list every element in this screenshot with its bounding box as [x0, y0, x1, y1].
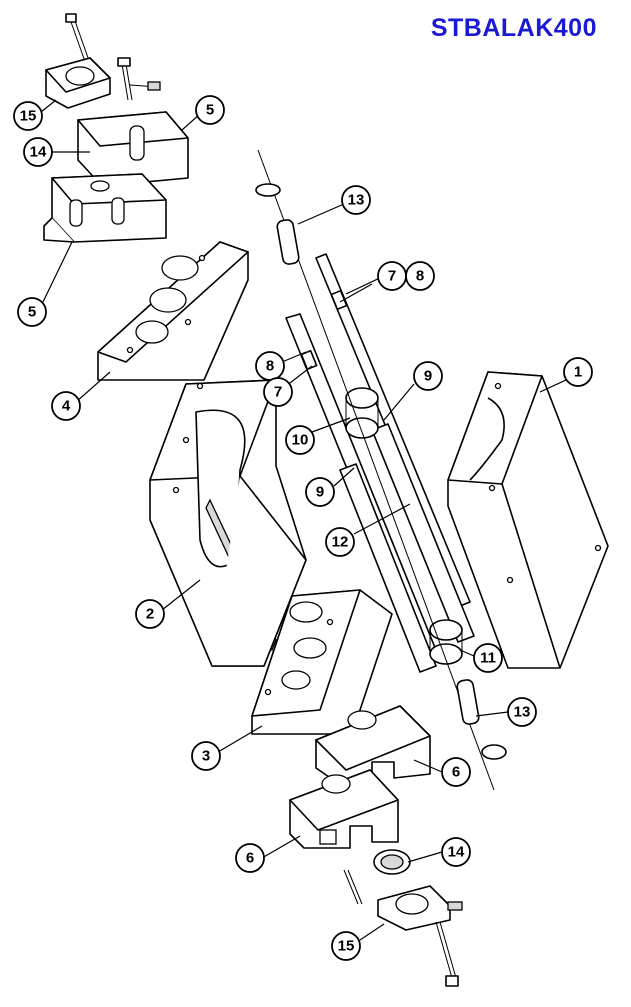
callout-9-right: 9: [413, 361, 443, 391]
svg-text:15: 15: [338, 938, 355, 955]
diagram-title: STBALAK400: [430, 14, 597, 42]
svg-text:14: 14: [448, 844, 465, 861]
bracket-bottom-right: [315, 705, 431, 787]
svg-text:10: 10: [292, 432, 309, 449]
svg-text:2: 2: [146, 606, 154, 623]
callout-3: 3: [191, 741, 221, 771]
svg-text:14: 14: [30, 144, 47, 161]
svg-text:5: 5: [28, 304, 36, 321]
callout-9-left: 9: [305, 477, 335, 507]
callout-15-top: 15: [13, 101, 43, 131]
svg-text:7: 7: [274, 384, 282, 401]
rod-assembly: [255, 149, 507, 791]
callout-10: 10: [285, 425, 315, 455]
flange-plate: [97, 241, 249, 381]
svg-text:13: 13: [348, 192, 365, 209]
end-cap-top: [45, 13, 161, 109]
callout-7-left: 7: [263, 377, 293, 407]
svg-text:8: 8: [266, 358, 274, 375]
callout-6-left: 6: [235, 843, 265, 873]
svg-text:13: 13: [514, 704, 531, 721]
callout-14-bottom: 14: [441, 837, 471, 867]
bracket-lower: [43, 173, 167, 243]
svg-text:11: 11: [480, 650, 496, 667]
part-callouts: 15 14 5 5 4 13 8 7 8 7 10 9 9 1 12 2 11 …: [13, 95, 593, 961]
svg-text:8: 8: [416, 268, 424, 285]
svg-text:9: 9: [424, 368, 432, 385]
piston-bottom: [373, 849, 411, 875]
cover: [447, 371, 609, 669]
svg-text:12: 12: [332, 534, 349, 551]
callout-11: 11: [473, 643, 503, 673]
housing-body: [149, 379, 307, 667]
callout-7-right: 7: [377, 261, 407, 291]
svg-text:4: 4: [62, 398, 71, 415]
bracket-upper: [77, 111, 189, 187]
callout-8-right: 8: [405, 261, 435, 291]
svg-text:5: 5: [206, 102, 214, 119]
end-cap-bottom: [343, 869, 463, 987]
svg-text:3: 3: [202, 748, 210, 765]
end-plate: [251, 589, 393, 735]
callout-5-lower: 5: [17, 297, 47, 327]
callout-2: 2: [135, 599, 165, 629]
callout-13-top: 13: [341, 185, 371, 215]
bracket-bottom-left: [289, 769, 399, 849]
callout-15-bottom: 15: [331, 931, 361, 961]
svg-text:6: 6: [452, 764, 460, 781]
callout-13-bottom: 13: [507, 697, 537, 727]
callout-8-left: 8: [255, 351, 285, 381]
callout-1: 1: [563, 357, 593, 387]
svg-text:9: 9: [316, 484, 324, 501]
callout-14-top: 14: [23, 137, 53, 167]
callout-6-right: 6: [441, 757, 471, 787]
svg-text:1: 1: [574, 364, 582, 381]
callout-4: 4: [51, 391, 81, 421]
callout-5-upper: 5: [195, 95, 225, 125]
svg-text:7: 7: [388, 268, 396, 285]
svg-text:6: 6: [246, 850, 254, 867]
callout-12: 12: [325, 527, 355, 557]
svg-text:15: 15: [20, 108, 37, 125]
